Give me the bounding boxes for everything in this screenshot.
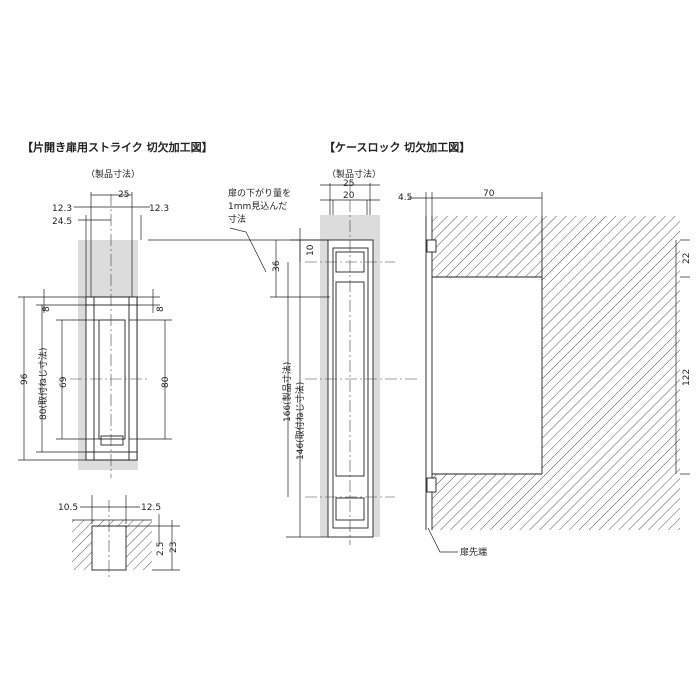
strike-dim-12-3-right: 12.3 bbox=[149, 204, 169, 214]
door-edge-label: 扉先端 bbox=[460, 546, 487, 558]
caselock-product-dim-label: （製品寸法） bbox=[327, 168, 381, 180]
strike-title: 【片開き扉用ストライク 切欠加工図】 bbox=[22, 140, 213, 154]
strike-dim-12-3-left: 12.3 bbox=[52, 204, 72, 214]
strike-dim-24-5: 24.5 bbox=[52, 217, 72, 227]
caselock-faceplate bbox=[327, 239, 374, 538]
caselock-dim-166: 166(製品寸法) bbox=[281, 362, 293, 422]
caselock-note-line3: 寸法 bbox=[228, 213, 246, 225]
caselock-note-line2: 1mm見込んだ bbox=[228, 201, 287, 212]
caselock-title: 【ケースロック 切欠加工図】 bbox=[324, 140, 470, 154]
section-dim-12-5: 12.5 bbox=[141, 503, 161, 513]
caselock-dim-20: 20 bbox=[343, 191, 355, 201]
section-dim-10-5: 10.5 bbox=[58, 503, 78, 513]
caselock-note-line1: 扉の下がり量を bbox=[228, 187, 291, 199]
caselock-section-view: 4.5 70 22 122 扉先端 bbox=[398, 189, 692, 558]
strike-dim-69: 69 bbox=[59, 376, 69, 388]
strike-dim-8-right: 8 bbox=[156, 306, 166, 312]
caselock-dim-70: 70 bbox=[483, 189, 495, 199]
caselock-dim-10: 10 bbox=[306, 244, 316, 256]
strike-plate bbox=[86, 297, 137, 460]
caselock-dim-36: 36 bbox=[272, 260, 282, 272]
door-edge-leader bbox=[427, 527, 458, 553]
caselock-dim-25: 25 bbox=[343, 179, 354, 189]
caselock-note-leader bbox=[229, 227, 267, 273]
strike-dim-8-left: 8 bbox=[42, 306, 52, 312]
caselock-dim-22: 22 bbox=[682, 253, 692, 264]
section-dim-23: 23 bbox=[169, 542, 179, 553]
strike-cutout-view: 【片開き扉用ストライク 切欠加工図】 （製品寸法） 25 12.3 12.3 2… bbox=[18, 140, 213, 478]
strike-section-view: 10.5 12.5 2.5 23 bbox=[58, 495, 180, 578]
section-dim-2-5: 2.5 bbox=[156, 542, 166, 556]
strike-dim-96: 96 bbox=[20, 373, 30, 385]
strike-inner-opening bbox=[93, 304, 130, 453]
strike-dim-80: 80 bbox=[161, 376, 171, 388]
caselock-front-view: 【ケースロック 切欠加工図】 （製品寸法） 25 20 扉の下がり量を 1mm見… bbox=[148, 140, 470, 545]
caselock-dim-122: 122 bbox=[682, 369, 692, 386]
caselock-dim-146: 146(取付ねじ寸法) bbox=[294, 382, 306, 460]
strike-dim-25: 25 bbox=[118, 190, 129, 200]
strike-latch-hole bbox=[98, 319, 126, 440]
strike-dim-80-mount: 80(取付ねじ寸法) bbox=[37, 348, 49, 420]
caselock-dim-4-5: 4.5 bbox=[398, 193, 412, 203]
strike-product-dim-label: （製品寸法） bbox=[86, 168, 140, 180]
